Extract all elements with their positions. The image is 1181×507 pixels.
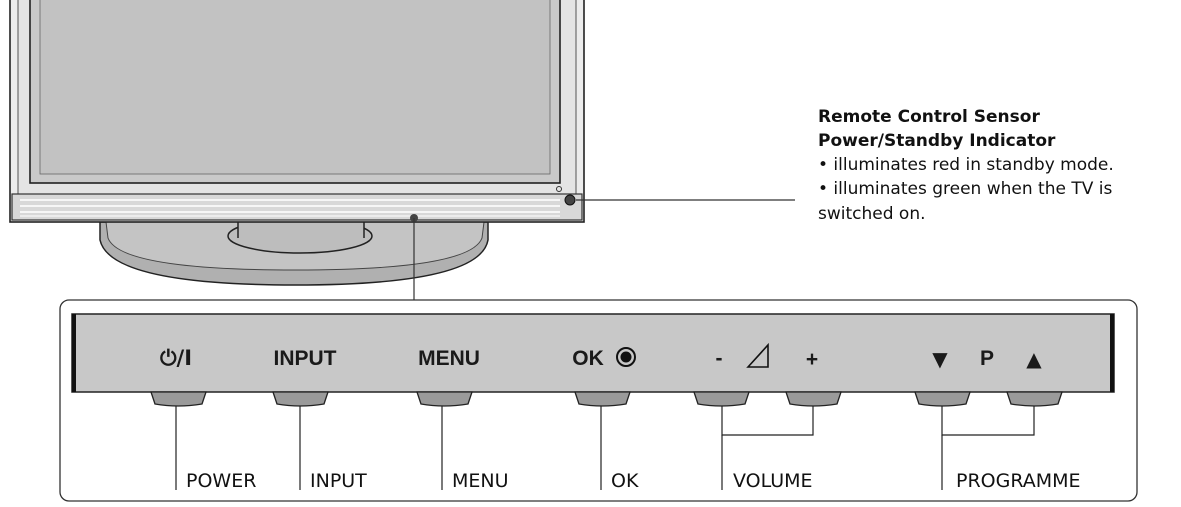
hw-button-prog-up[interactable] (1006, 391, 1063, 407)
sensor-bullet-green: • illuminates green when the TV is switc… (818, 179, 1113, 224)
hw-button-ok[interactable] (574, 391, 631, 407)
prog-p-text: P (980, 347, 994, 370)
vol-plus-text: + (806, 348, 818, 371)
hw-button-input[interactable] (272, 391, 329, 407)
panel-input-text: INPUT (274, 347, 337, 370)
vol-minus-text: - (716, 347, 723, 370)
sensor-annotation: Remote Control Sensor Power/Standby Indi… (818, 105, 1181, 226)
label-leader-lines (175, 406, 1035, 490)
label-volume: VOLUME (733, 470, 813, 492)
hw-button-vol-up[interactable] (785, 391, 842, 407)
sensor-bullet-red: • illuminates red in standby mode. (818, 155, 1114, 176)
tv-body (9, 0, 585, 223)
sensor-title-line2: Power/Standby Indicator (818, 131, 1056, 152)
volume-triangle-icon (746, 342, 769, 368)
remote-sensor (564, 194, 576, 206)
label-input: INPUT (310, 470, 367, 492)
label-menu: MENU (452, 470, 509, 492)
prog-up-icon: ▲ (1026, 347, 1042, 371)
hw-button-menu[interactable] (416, 391, 473, 407)
label-power: POWER (186, 470, 256, 492)
label-programme: PROGRAMME (956, 470, 1081, 492)
sensor-title-line1: Remote Control Sensor (818, 107, 1040, 127)
panel-ok-text: OK (572, 347, 604, 370)
label-ok: OK (611, 470, 639, 492)
hw-button-power[interactable] (150, 391, 207, 407)
power-symbol: ⏻/I (160, 346, 192, 370)
panel-menu-text: MENU (418, 347, 480, 370)
ok-dot-icon (616, 347, 636, 367)
hw-button-vol-down[interactable] (693, 391, 750, 407)
tv-stand (99, 218, 489, 286)
prog-down-icon: ▼ (932, 347, 948, 371)
hw-button-prog-down[interactable] (914, 391, 971, 407)
